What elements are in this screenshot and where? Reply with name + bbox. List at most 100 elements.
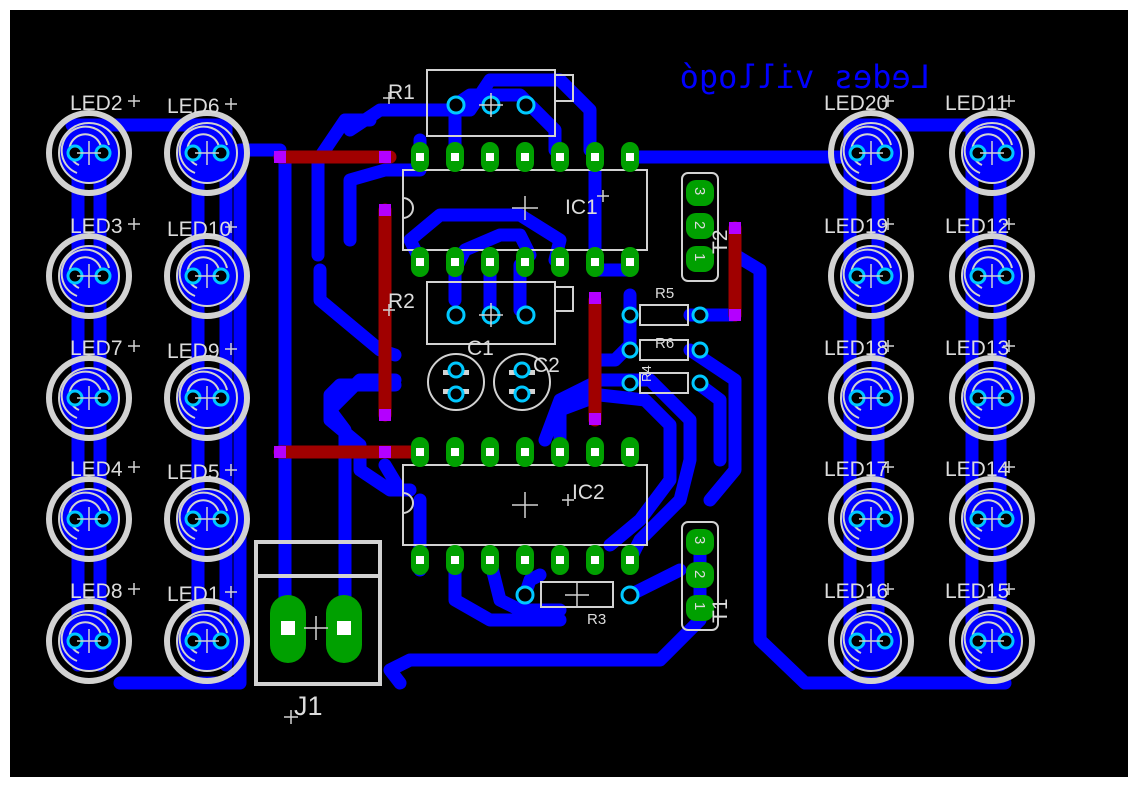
r2-footprint[interactable]: R2 (383, 281, 574, 345)
led-label: LED6 (167, 95, 220, 118)
led-left-8[interactable]: LED8 (46, 580, 140, 684)
c1-footprint[interactable]: C1 (427, 337, 494, 411)
led-label: LED13 (945, 337, 1009, 360)
t2-pin-3: 3 (691, 187, 708, 195)
ic2-pads (411, 437, 639, 575)
ic-pad-hole (626, 153, 634, 161)
led-label: LED10 (167, 218, 231, 241)
ic-pad-hole (591, 448, 599, 456)
bottom-copper-layer (273, 150, 742, 459)
t1-footprint[interactable]: 3 2 1 T1 (681, 521, 732, 631)
led-right-3[interactable]: LED12 (945, 215, 1035, 319)
led-label: LED9 (167, 340, 220, 363)
j1-connector[interactable]: J1 (254, 540, 382, 724)
led-label: LED16 (824, 580, 888, 603)
led-label: LED18 (824, 337, 888, 360)
ic-pad-hole (416, 448, 424, 456)
led-right-9[interactable]: LED15 (945, 580, 1035, 684)
led-label: LED7 (70, 337, 123, 360)
led-right-8[interactable]: LED16 (824, 580, 914, 684)
ic1-footprint[interactable]: IC1 (402, 142, 648, 277)
c2-label: C2 (533, 354, 560, 377)
ic-pad-hole (591, 258, 599, 266)
led-right-6[interactable]: LED17 (824, 458, 914, 562)
ic-pad-hole (556, 556, 564, 564)
ic-pad-hole (591, 556, 599, 564)
r1-label: R1 (388, 81, 415, 104)
r4-footprint[interactable]: R4 (621, 365, 709, 394)
led-left-4[interactable]: LED7 (46, 337, 140, 441)
ic-pad-hole (451, 556, 459, 564)
ic-pad-hole (486, 448, 494, 456)
ic-pad-hole (521, 556, 529, 564)
ic-pad-hole (451, 153, 459, 161)
led-right-7[interactable]: LED14 (945, 458, 1035, 562)
t2-label: T2 (709, 229, 732, 254)
led-label: LED5 (167, 461, 220, 484)
ic-pad-hole (591, 153, 599, 161)
led-right-4[interactable]: LED18 (824, 337, 914, 441)
r5-footprint[interactable]: R5 (621, 285, 709, 326)
ic-pad-hole (486, 556, 494, 564)
ic-pad-hole (626, 258, 634, 266)
t2-pin-2: 2 (691, 221, 708, 229)
ic-pad-hole (626, 556, 634, 564)
t1-pin-1: 1 (691, 602, 708, 610)
led-label: LED11 (945, 92, 1008, 115)
led-right-0[interactable]: LED20 (824, 92, 914, 196)
ic-pad-hole (416, 556, 424, 564)
led-label: LED1 (167, 583, 220, 606)
ic-pad-hole (486, 153, 494, 161)
led-label: LED19 (824, 215, 888, 238)
r6-footprint[interactable]: R6 (621, 335, 709, 361)
c2-footprint[interactable]: C2 (493, 353, 560, 411)
t1-label: T1 (709, 598, 732, 623)
led-label: LED17 (824, 458, 888, 481)
r3-label: R3 (587, 611, 606, 628)
ic-pad-hole (451, 258, 459, 266)
t1-pin-2: 2 (691, 570, 708, 578)
ic-pad-hole (521, 258, 529, 266)
ic2-footprint[interactable]: IC2 (402, 437, 648, 575)
led-left-3[interactable]: LED10 (164, 218, 250, 319)
led-left-6[interactable]: LED4 (46, 458, 140, 562)
led-label: LED3 (70, 215, 123, 238)
ic-pad-hole (416, 153, 424, 161)
led-right-1[interactable]: LED11 (945, 92, 1035, 196)
c1-label: C1 (467, 337, 494, 360)
j1-label: J1 (294, 691, 323, 721)
ic-pad-hole (556, 153, 564, 161)
r5-label: R5 (655, 285, 674, 302)
led-label: LED4 (70, 458, 123, 481)
t1-pin-3: 3 (691, 536, 708, 544)
ic-pad-hole (486, 258, 494, 266)
ic1-pads (411, 142, 639, 277)
ic-pad-hole (521, 448, 529, 456)
r3-footprint[interactable]: R3 (515, 581, 640, 628)
t2-footprint[interactable]: 3 2 1 T2 (681, 172, 732, 282)
ic-pad-hole (556, 448, 564, 456)
ic-pad-hole (521, 153, 529, 161)
led-left-9[interactable]: LED1 (164, 583, 250, 684)
led-right-5[interactable]: LED13 (945, 337, 1035, 441)
r1-footprint[interactable]: R1 (383, 69, 574, 137)
led-left-0[interactable]: LED2 (46, 92, 140, 196)
led-label: LED20 (824, 92, 888, 115)
ic1-label: IC1 (565, 196, 598, 219)
led-left-1[interactable]: LED6 (164, 95, 250, 196)
ic-pad-hole (451, 448, 459, 456)
led-label: LED12 (945, 215, 1009, 238)
ic-pad-hole (556, 258, 564, 266)
led-label: LED14 (945, 458, 1010, 481)
r4-label: R4 (639, 365, 654, 382)
led-right-2[interactable]: LED19 (824, 215, 914, 319)
led-left-7[interactable]: LED5 (164, 461, 250, 562)
ic2-label: IC2 (572, 481, 605, 504)
t2-pin-1: 1 (691, 253, 708, 261)
vias (274, 151, 741, 458)
led-left-5[interactable]: LED9 (164, 340, 250, 441)
led-left-2[interactable]: LED3 (46, 215, 140, 319)
r6-label: R6 (655, 335, 674, 352)
